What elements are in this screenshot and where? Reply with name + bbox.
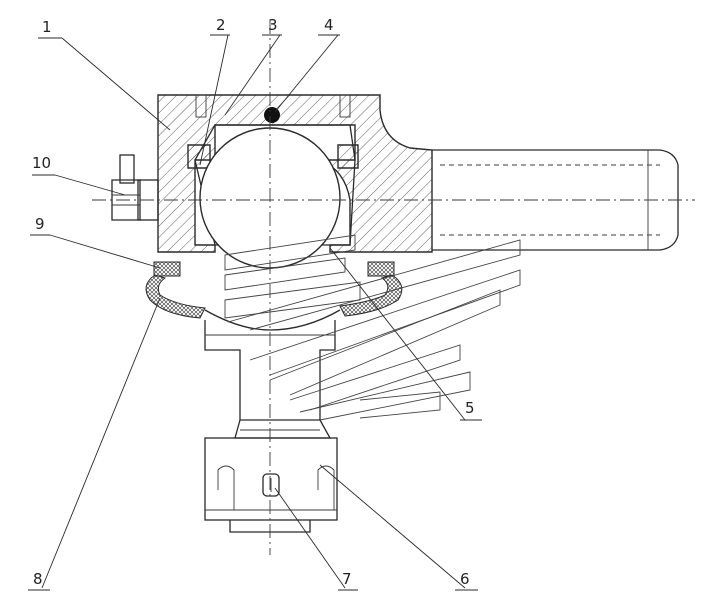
grease-nipple — [111, 154, 159, 221]
callout-7: 7 — [342, 570, 352, 588]
callout-3: 3 — [268, 16, 278, 34]
callout-8: 8 — [33, 570, 43, 588]
callout-2: 2 — [216, 16, 226, 34]
cotter-pin — [262, 473, 280, 497]
callout-10: 10 — [32, 154, 51, 172]
callout-1: 1 — [42, 18, 52, 36]
liner-insert — [187, 144, 359, 169]
callout-9: 9 — [35, 215, 45, 233]
seal-rings — [153, 261, 395, 277]
dust-boot — [145, 274, 403, 331]
callout-6: 6 — [460, 570, 470, 588]
callout-5: 5 — [465, 399, 475, 417]
callout-4: 4 — [324, 16, 334, 34]
overlay-shading — [224, 234, 521, 421]
leader-lines — [28, 34, 482, 591]
